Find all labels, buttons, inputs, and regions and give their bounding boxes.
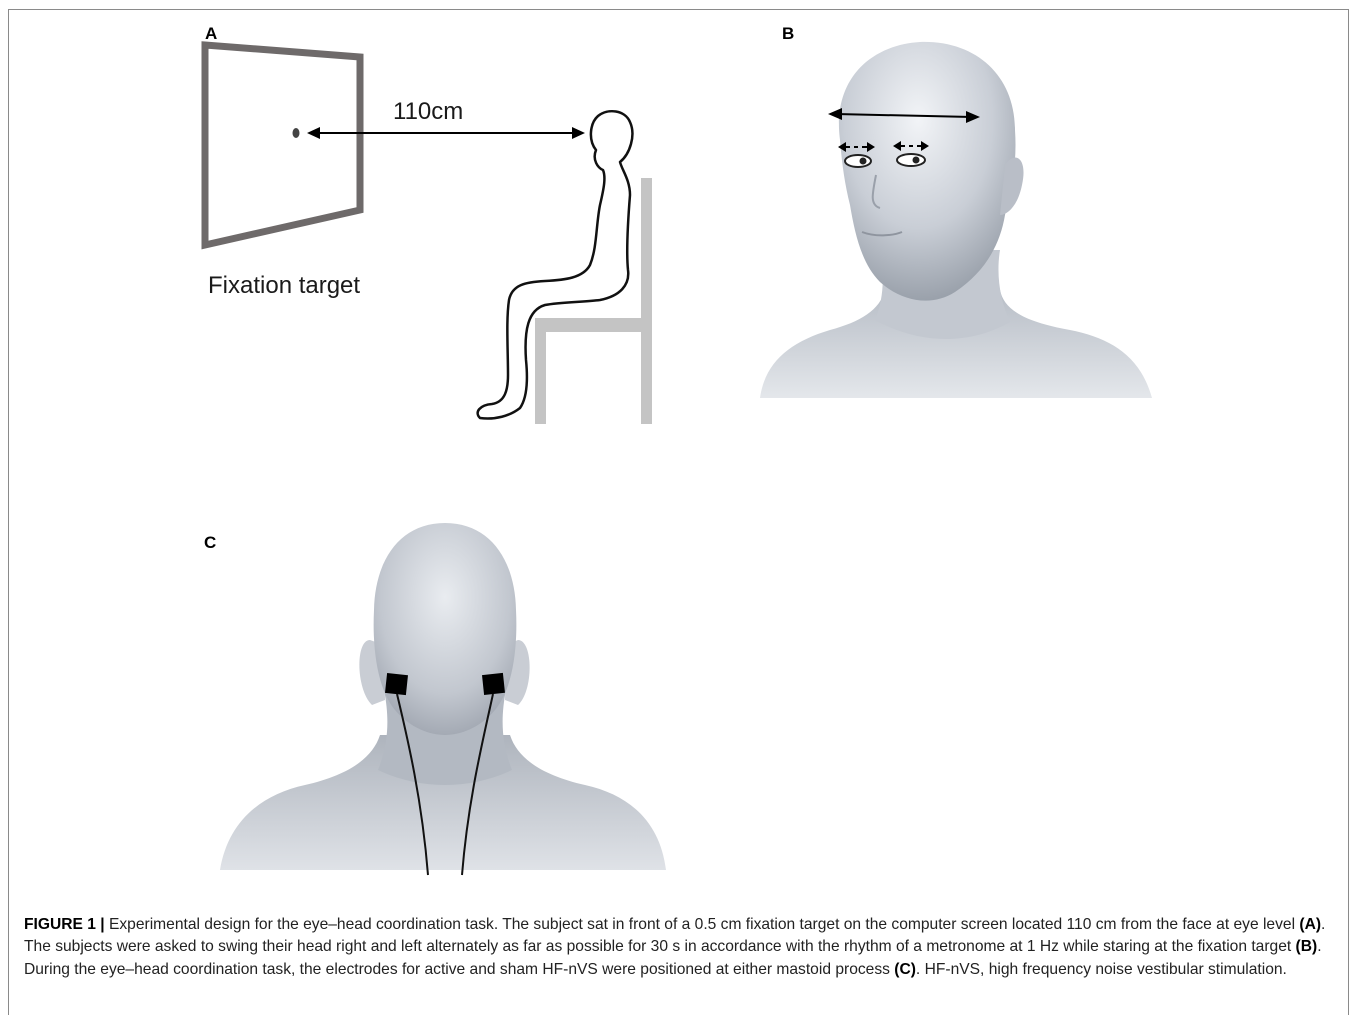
screen-frame bbox=[205, 45, 360, 245]
panel-a-illustration: 110cm Fixation target bbox=[205, 45, 652, 424]
caption-ref-a: (A) bbox=[1299, 916, 1321, 933]
caption-ref-c: (C) bbox=[894, 961, 916, 978]
electrode-left bbox=[385, 673, 408, 695]
distance-label: 110cm bbox=[393, 98, 463, 125]
caption-ref-b: (B) bbox=[1296, 938, 1318, 955]
distance-arrow bbox=[307, 127, 585, 139]
caption-text-4: . HF-nVS, high frequency noise vestibula… bbox=[916, 961, 1287, 978]
figure-illustration: 110cm Fixation target bbox=[0, 0, 1357, 900]
seated-person-outline bbox=[478, 111, 633, 418]
fixation-dot bbox=[293, 128, 300, 138]
panel-c-illustration bbox=[220, 523, 666, 875]
caption-text-1: Experimental design for the eye–head coo… bbox=[105, 916, 1300, 933]
electrode-right bbox=[482, 673, 505, 695]
fixation-target-label: Fixation target bbox=[208, 272, 360, 299]
panel-b-illustration bbox=[760, 42, 1152, 398]
figure-caption: FIGURE 1 | Experimental design for the e… bbox=[24, 914, 1342, 981]
back-head bbox=[374, 523, 517, 735]
figure-number: FIGURE 1 | bbox=[24, 916, 105, 933]
